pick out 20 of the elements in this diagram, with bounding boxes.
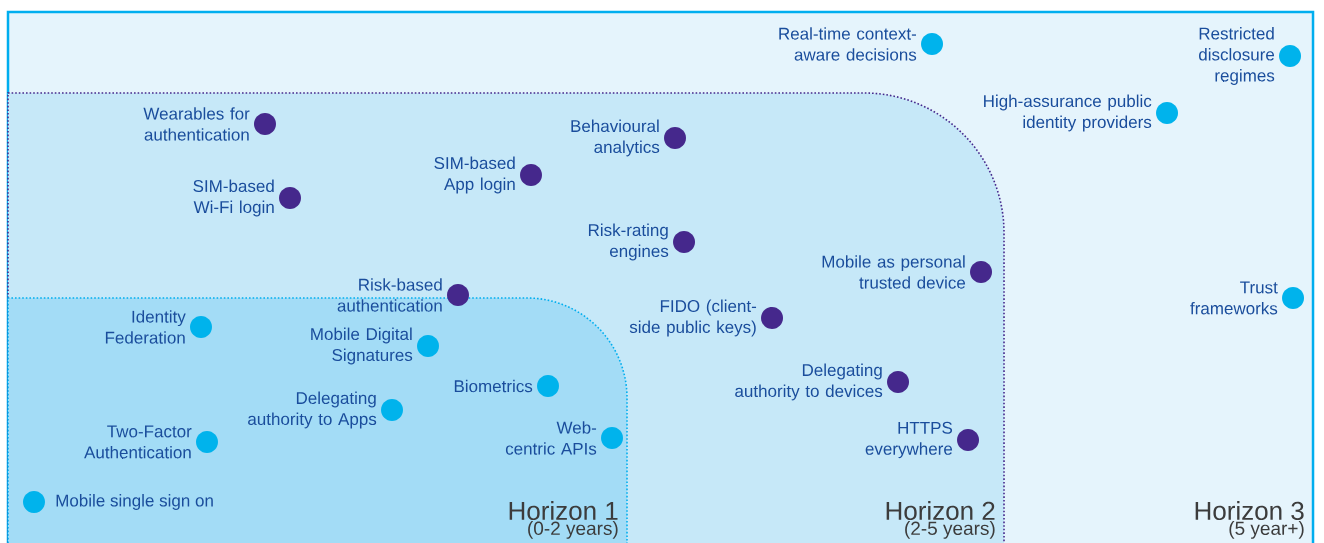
item-label: Restricted disclosure regimes <box>1199 27 1275 85</box>
item-label: Two-Factor Authentication <box>84 425 192 459</box>
item-label: FIDO (client-side public keys) <box>629 299 757 337</box>
item-label: Identity Federation <box>105 310 186 344</box>
item-label: SIM-based Wi-Fi login <box>193 179 274 217</box>
item-label: Behavioural analytics <box>571 119 660 157</box>
item-label: Mobile single sign on <box>56 494 213 510</box>
item-label: Mobile as personal trusted device <box>822 255 966 289</box>
item-label: Risk-rating engines <box>588 223 669 261</box>
item-label: Wearables for authentication <box>143 107 250 141</box>
item-label: Delegating authority to Apps <box>248 391 377 429</box>
item-label: Risk-based authentication <box>337 278 442 312</box>
item-label: SIM-based App login <box>434 156 515 194</box>
item-label: Web-centric APIs <box>505 421 597 455</box>
item-label: Delegating authority to devices <box>735 363 883 401</box>
item-label: Real-time context-aware decisions <box>779 27 917 61</box>
item-label: HTTPS everywhere <box>865 421 953 459</box>
item-label: Biometrics <box>454 379 533 393</box>
item-label: Mobile Digital Signatures <box>311 327 413 365</box>
item-label: Trust frameworks <box>1190 281 1278 315</box>
